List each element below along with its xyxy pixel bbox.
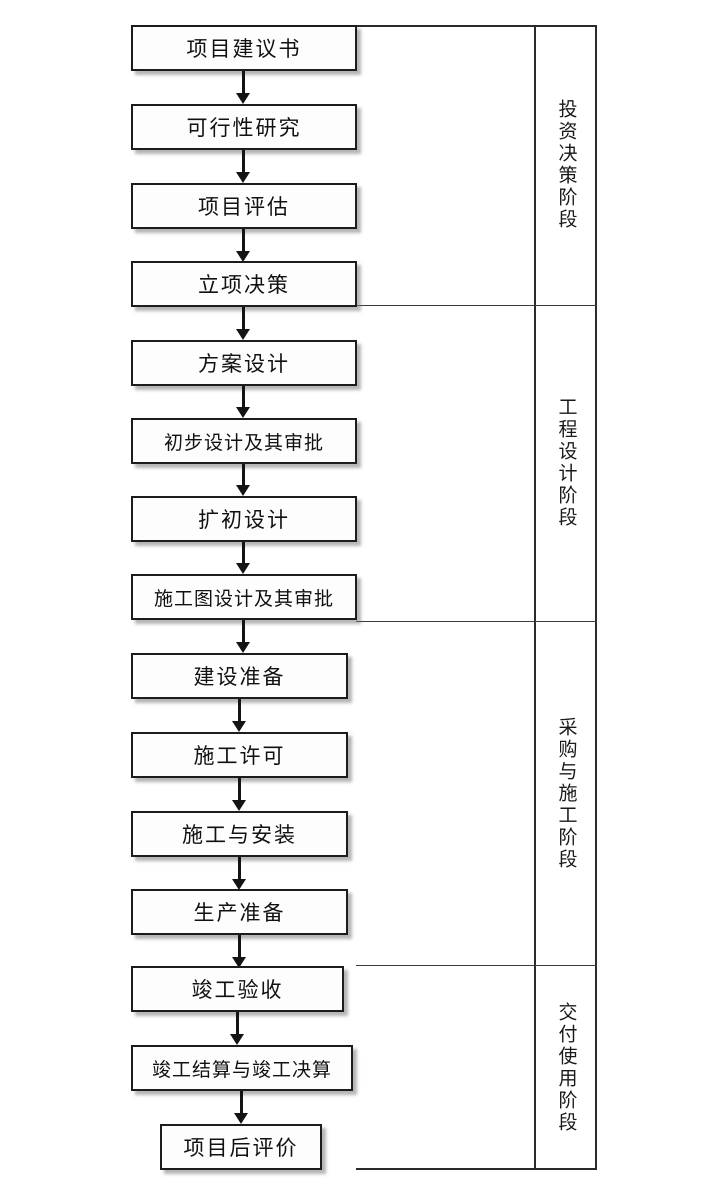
edge-n13-n14-arrowhead	[230, 1034, 244, 1045]
node-feasibility-study[interactable]: 可行性研究	[131, 104, 357, 150]
edge-n3-n4-arrowhead	[236, 251, 250, 262]
edge-n4-n5-line	[242, 307, 245, 329]
edge-n12-n13-arrowhead	[232, 957, 246, 968]
edge-n14-n15-line	[240, 1091, 243, 1113]
edge-n5-n6-arrowhead	[236, 407, 250, 418]
edge-n7-n8-line	[242, 542, 245, 563]
edge-n8-n9-line	[242, 620, 245, 642]
edge-n3-n4-line	[242, 229, 245, 251]
node-scheme-design[interactable]: 方案设计	[131, 340, 357, 386]
node-project-proposal[interactable]: 项目建议书	[131, 25, 357, 71]
edge-n11-n12-arrowhead	[232, 879, 246, 890]
edge-n12-n13-line	[238, 935, 241, 957]
phase-label-engineering-design: 工程设计阶段	[555, 397, 578, 529]
node-construction-drawing-design-approval[interactable]: 施工图设计及其审批	[131, 574, 357, 620]
node-completion-acceptance[interactable]: 竣工验收	[131, 966, 344, 1012]
edge-n10-n11-line	[238, 778, 241, 800]
edge-n5-n6-line	[242, 386, 245, 407]
phase-table-inner-divider	[534, 27, 536, 1168]
edge-n6-n7-line	[242, 464, 245, 485]
phase-label-investment-decision: 投资决策阶段	[555, 99, 578, 231]
edge-n9-n10-arrowhead	[232, 721, 246, 732]
edge-n11-n12-line	[238, 857, 241, 879]
node-project-appraisal[interactable]: 项目评估	[131, 183, 357, 229]
node-extended-preliminary-design[interactable]: 扩初设计	[131, 496, 357, 542]
edge-n14-n15-arrowhead	[234, 1113, 248, 1124]
phase-label-procurement-construction: 采购与施工阶段	[555, 717, 578, 871]
edge-n4-n5-arrowhead	[236, 329, 250, 340]
node-final-settlement-and-accounts[interactable]: 竣工结算与竣工决算	[131, 1045, 353, 1091]
edge-n13-n14-line	[236, 1012, 239, 1034]
edge-n1-n2-line	[242, 71, 245, 93]
edge-n1-n2-arrowhead	[236, 93, 250, 104]
node-preliminary-design-approval[interactable]: 初步设计及其审批	[131, 418, 357, 464]
phase-divider-3	[356, 965, 597, 966]
node-construction-and-installation[interactable]: 施工与安装	[131, 811, 348, 857]
phase-divider-2	[356, 621, 597, 622]
node-post-project-evaluation[interactable]: 项目后评价	[160, 1124, 322, 1170]
node-construction-permit[interactable]: 施工许可	[131, 732, 348, 778]
node-production-preparation[interactable]: 生产准备	[131, 889, 348, 935]
phase-divider-1	[356, 305, 597, 306]
edge-n2-n3-line	[242, 150, 245, 172]
node-construction-preparation[interactable]: 建设准备	[131, 653, 348, 699]
edge-n2-n3-arrowhead	[236, 172, 250, 183]
phase-label-delivery-use: 交付使用阶段	[555, 1001, 578, 1134]
edge-n7-n8-arrowhead	[236, 563, 250, 574]
phase-table	[356, 25, 597, 1170]
edge-n6-n7-arrowhead	[236, 485, 250, 496]
node-project-approval-decision[interactable]: 立项决策	[131, 261, 357, 307]
edge-n9-n10-line	[238, 699, 241, 721]
edge-n10-n11-arrowhead	[232, 800, 246, 811]
edge-n8-n9-arrowhead	[236, 642, 250, 653]
